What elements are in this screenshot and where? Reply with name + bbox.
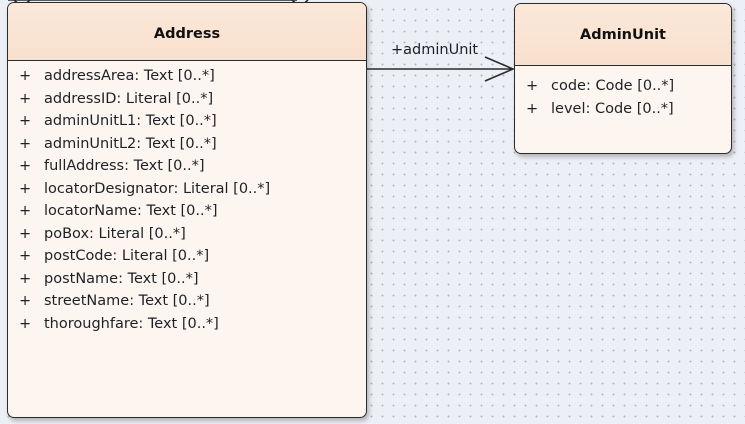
attribute-visibility: + xyxy=(19,90,32,107)
address-class[interactable]: Address + addressArea: Text [0..*] + addres… xyxy=(7,2,367,418)
association-role-label: +adminUnit xyxy=(391,42,479,58)
attribute-label: fullAddress: Text [0..*] xyxy=(44,158,205,174)
class-name: Address xyxy=(8,3,366,61)
attribute-compartment: + code: Code [0..*] + level: Code [0..*] xyxy=(515,66,731,120)
attribute-row[interactable]: + adminUnitL2: Text [0..*] xyxy=(8,133,366,156)
attribute-label: addressID: Literal [0..*] xyxy=(44,90,214,107)
attribute-label: thoroughfare: Text [0..*] xyxy=(44,315,219,332)
attribute-row[interactable]: + thoroughfare: Text [0..*] xyxy=(8,313,366,336)
attribute-visibility: + xyxy=(19,135,32,152)
attribute-row[interactable]: + postName: Text [0..*] xyxy=(8,268,366,291)
attribute-label: adminUnitL1: Text [0..*] xyxy=(44,113,217,129)
attribute-label: postName: Text [0..*] xyxy=(44,270,199,287)
attribute-label: streetName: Text [0..*] xyxy=(44,293,210,309)
attribute-label: addressArea: Text [0..*] xyxy=(44,68,215,84)
attribute-visibility: + xyxy=(19,203,32,219)
adminunit-class[interactable]: AdminUnit + code: Code [0..*] + level: Code… xyxy=(514,3,732,154)
attribute-row[interactable]: + poBox: Literal [0..*] xyxy=(8,223,366,246)
attribute-visibility: + xyxy=(19,293,32,309)
attribute-row[interactable]: + addressArea: Text [0..*] xyxy=(8,65,366,88)
attribute-visibility: + xyxy=(19,315,32,332)
attribute-visibility: + xyxy=(19,270,32,287)
attribute-row[interactable]: + locatorName: Text [0..*] xyxy=(8,200,366,223)
attribute-label: locatorDesignator: Literal [0..*] xyxy=(44,180,271,197)
attribute-visibility: + xyxy=(19,158,32,174)
attribute-visibility: + xyxy=(19,68,32,84)
attribute-row[interactable]: + streetName: Text [0..*] xyxy=(8,290,366,313)
attribute-visibility: + xyxy=(526,100,539,117)
attribute-row[interactable]: + locatorDesignator: Literal [0..*] xyxy=(8,178,366,201)
class-name: AdminUnit xyxy=(515,4,731,66)
attribute-visibility: + xyxy=(19,113,32,129)
attribute-visibility: + xyxy=(19,248,32,264)
attribute-visibility: + xyxy=(526,78,539,94)
association-line[interactable] xyxy=(367,56,516,82)
attribute-label: adminUnitL2: Text [0..*] xyxy=(44,135,217,152)
attribute-visibility: + xyxy=(19,225,32,242)
navigability-arrowhead xyxy=(484,56,516,82)
attribute-row[interactable]: + postCode: Literal [0..*] xyxy=(8,245,366,268)
attribute-visibility: + xyxy=(19,180,32,197)
attribute-row[interactable]: + addressID: Literal [0..*] xyxy=(8,88,366,111)
attribute-row[interactable]: + code: Code [0..*] xyxy=(515,75,731,98)
attribute-label: postCode: Literal [0..*] xyxy=(44,248,210,264)
attribute-label: poBox: Literal [0..*] xyxy=(44,225,186,242)
attribute-row[interactable]: + adminUnitL1: Text [0..*] xyxy=(8,110,366,133)
attribute-label: level: Code [0..*] xyxy=(551,100,674,117)
attribute-label: code: Code [0..*] xyxy=(551,78,675,94)
attribute-row[interactable]: + level: Code [0..*] xyxy=(515,98,731,121)
attribute-row[interactable]: + fullAddress: Text [0..*] xyxy=(8,155,366,178)
attribute-compartment: + addressArea: Text [0..*] + addressID: Lit… xyxy=(8,61,366,335)
attribute-label: locatorName: Text [0..*] xyxy=(44,203,218,219)
